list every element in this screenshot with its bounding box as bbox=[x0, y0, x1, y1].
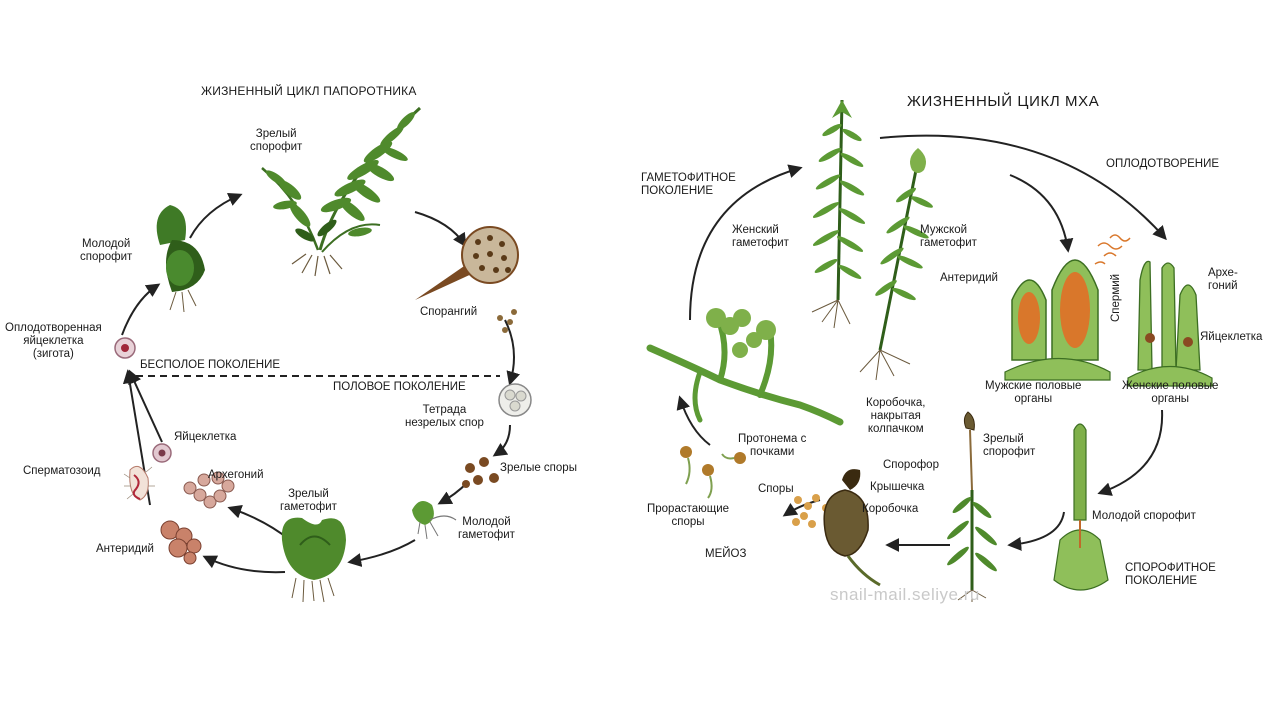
label-capsule: Коробочка bbox=[862, 503, 919, 515]
label-germinating-spores: Прорастающие споры bbox=[647, 503, 730, 528]
label-male-organs: Мужские половые органы bbox=[985, 380, 1082, 405]
fern-mature-sporophyte-illustration bbox=[261, 106, 422, 277]
moss-female-gametophyte-illustration bbox=[811, 99, 866, 329]
label-moss-archegonium: Архе- гоний bbox=[1208, 267, 1238, 292]
label-sperm: Спермий bbox=[1110, 273, 1122, 322]
arrow-to-antheridium bbox=[1009, 174, 1074, 253]
label-male-gametophyte: Мужской гаметофит bbox=[920, 224, 977, 249]
label-fern-young-sporophyte: Молодой спорофит bbox=[80, 238, 133, 263]
moss-capsule-illustration bbox=[823, 469, 881, 587]
fern-archegonium-illustration bbox=[183, 471, 235, 509]
label-fern-archegonium: Архегоний bbox=[208, 469, 264, 481]
arrow-young-to-mature-gametophyte bbox=[347, 539, 416, 567]
arrow-young-to-mature-sporophyte bbox=[1007, 511, 1065, 551]
label-fern-spermatozoid: Сперматозоид bbox=[23, 465, 101, 477]
arrow-spores-to-protonema bbox=[676, 395, 711, 446]
arrow-egg-up bbox=[128, 369, 163, 443]
label-fern-young-gametophyte: Молодой гаметофит bbox=[458, 516, 515, 541]
fern-spermatozoid-illustration bbox=[123, 465, 155, 501]
arrow-gametophyte-generation-arc bbox=[689, 164, 803, 321]
moss-male-organs-illustration bbox=[1004, 234, 1131, 381]
arrow-sporophyte-to-sporangium bbox=[414, 211, 467, 248]
label-moss-egg-cell: Яйцеклетка bbox=[1200, 331, 1263, 343]
label-female-organs: Женские половые органы bbox=[1122, 380, 1219, 405]
label-moss-mature-sporophyte: Зрелый спорофит bbox=[983, 433, 1036, 458]
arrow-organs-to-young-sporophyte bbox=[1097, 409, 1164, 496]
fern-mature-spores-illustration bbox=[462, 457, 499, 488]
label-fern-mature-spores: Зрелые споры bbox=[500, 462, 577, 474]
label-protonema: Протонема с почками bbox=[738, 433, 807, 458]
label-capsule-with-cap: Коробочка, накрытая колпачком bbox=[866, 397, 926, 435]
arrow-fertilization-arc bbox=[879, 134, 1167, 241]
label-fern-antheridium: Антеридий bbox=[96, 543, 154, 555]
label-fern-zygote: Оплодотворенная яйцеклетка (зигота) bbox=[5, 322, 102, 360]
moss-female-organs-illustration bbox=[1127, 260, 1213, 387]
label-fern-mature-gametophyte: Зрелый гаметофит bbox=[280, 488, 337, 513]
moss-germinating-spores-illustration bbox=[680, 446, 746, 499]
fern-young-gametophyte-illustration bbox=[412, 501, 457, 540]
fern-diagram-title: ЖИЗНЕННЫЙ ЦИКЛ ПАПОРОТНИКА bbox=[201, 84, 417, 98]
fern-antheridium-illustration bbox=[160, 520, 202, 565]
arrow-young-to-mature-sporophyte bbox=[189, 192, 243, 239]
label-lid: Крышечка bbox=[870, 481, 925, 493]
fern-sporangium-illustration bbox=[415, 226, 519, 333]
label-sexual-generation: ПОЛОВОЕ ПОКОЛЕНИЕ bbox=[333, 381, 466, 393]
fern-mature-gametophyte-illustration bbox=[281, 517, 346, 603]
fern-young-sporophyte-illustration bbox=[156, 205, 205, 313]
fern-zygote-illustration bbox=[114, 337, 136, 359]
label-gametophyte-generation: ГАМЕТОФИТНОЕ ПОКОЛЕНИЕ bbox=[641, 172, 736, 197]
fern-egg-cell-illustration bbox=[152, 443, 172, 463]
label-female-gametophyte: Женский гаметофит bbox=[732, 224, 789, 249]
arrow-sporangium-to-tetrad bbox=[504, 319, 520, 386]
label-spores: Споры bbox=[758, 483, 794, 495]
label-sporophore: Спорофор bbox=[883, 459, 939, 471]
label-fertilization: ОПЛОДОТВОРЕНИЕ bbox=[1106, 158, 1220, 170]
moss-cycle-diagram bbox=[646, 99, 1213, 602]
moss-male-gametophyte-illustration bbox=[859, 148, 933, 381]
moss-protonema-illustration bbox=[646, 308, 844, 426]
moss-diagram-title: ЖИЗНЕННЫЙ ЦИКЛ МХА bbox=[907, 93, 1100, 110]
label-fern-egg-cell: Яйцеклетка bbox=[174, 431, 237, 443]
fern-cycle-diagram bbox=[114, 106, 532, 603]
moss-mature-sporophyte-illustration bbox=[947, 411, 997, 602]
label-moss-antheridium: Антеридий bbox=[940, 272, 998, 284]
label-sporophyte-generation: СПОРОФИТНОЕ ПОКОЛЕНИЕ bbox=[1125, 562, 1216, 587]
label-fern-mature-sporophyte: Зрелый спорофит bbox=[250, 128, 303, 153]
watermark-text: snail-mail.seliye.ru bbox=[830, 585, 980, 604]
moss-spores-illustration bbox=[792, 494, 830, 528]
label-moss-young-sporophyte: Молодой спорофит bbox=[1092, 510, 1196, 522]
label-fern-sporangium: Спорангий bbox=[420, 306, 478, 318]
arrow-zygote-to-young-sporophyte bbox=[121, 283, 161, 336]
moss-young-sporophyte-illustration bbox=[1053, 423, 1109, 591]
arrow-tetrad-to-spores bbox=[492, 424, 511, 457]
label-fern-tetrad: Тетрада незрелых спор bbox=[405, 404, 484, 429]
fern-tetrad-illustration bbox=[498, 383, 532, 417]
arrow-gametophyte-to-antheridium bbox=[202, 555, 286, 574]
label-meiosis: МЕЙОЗ bbox=[705, 548, 747, 560]
label-asexual-generation: БЕСПОЛОЕ ПОКОЛЕНИЕ bbox=[140, 359, 281, 371]
